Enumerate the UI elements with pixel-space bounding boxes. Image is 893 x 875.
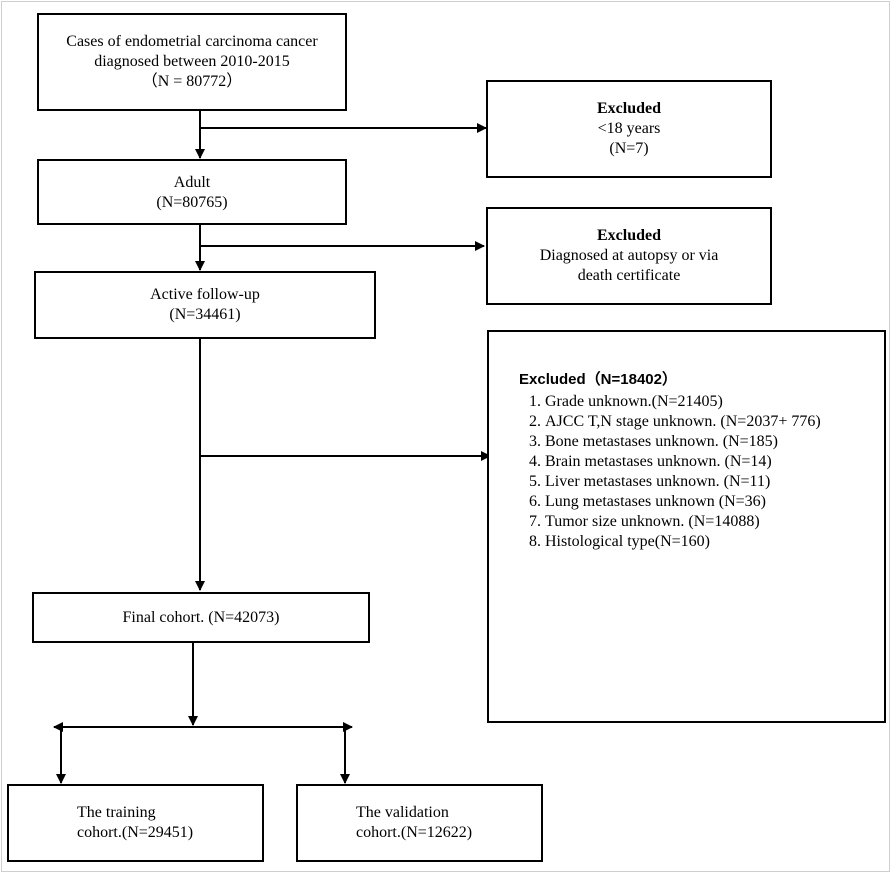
excluded-1-count: (N=7) <box>609 140 649 157</box>
excluded-3-title: Excluded（N=18402） <box>519 371 677 388</box>
excluded-item-liver-metastases: Liver metastases unknown. (N=11) <box>545 472 874 492</box>
training-count: cohort.(N=29451) <box>77 824 194 841</box>
validation-label: The validation <box>356 804 449 821</box>
excluded-item-brain-metastases: Brain metastases unknown. (N=14) <box>545 452 874 472</box>
excluded-item-histological-type: Histological type(N=160) <box>545 532 874 552</box>
initial-cases-line1: Cases of endometrial carcinoma cancer <box>66 33 318 50</box>
excluded-2-reason-line1: Diagnosed at autopsy or via <box>539 247 719 264</box>
excluded-item-grade: Grade unknown.(N=21405) <box>545 392 874 412</box>
excluded-1-reason: <18 years <box>597 120 661 137</box>
box-training-cohort: The training cohort.(N=29451) <box>7 784 264 862</box>
initial-cases-count: （N = 80772） <box>141 73 243 90</box>
excluded-3-list: Grade unknown.(N=21405) AJCC T,N stage u… <box>519 392 874 552</box>
excluded-2-title: Excluded <box>596 227 661 244</box>
validation-count: cohort.(N=12622) <box>356 824 473 841</box>
excluded-item-lung-metastases: Lung metastases unknown (N=36) <box>545 492 874 512</box>
box-adult: Adult (N=80765) <box>37 159 347 225</box>
box-validation-cohort: The validation cohort.(N=12622) <box>296 784 543 862</box>
box-final-cohort: Final cohort. (N=42073) <box>32 592 370 643</box>
adult-count: (N=80765) <box>156 194 228 211</box>
box-excluded-missing-data: Excluded（N=18402） Grade unknown.(N=21405… <box>487 330 886 723</box>
box-active-followup: Active follow-up (N=34461) <box>34 271 376 339</box>
followup-count: (N=34461) <box>169 306 241 323</box>
training-label: The training <box>77 804 156 821</box>
excluded-1-title: Excluded <box>596 100 661 117</box>
excluded-item-ajcc-stage: AJCC T,N stage unknown. (N=2037+ 776) <box>545 412 874 432</box>
box-initial-cases: Cases of endometrial carcinoma cancer di… <box>37 13 347 111</box>
excluded-2-reason-line2: death certificate <box>577 267 681 284</box>
final-cohort-label: Final cohort. (N=42073) <box>122 608 280 626</box>
box-excluded-autopsy: Excluded Diagnosed at autopsy or via dea… <box>486 207 772 305</box>
adult-label: Adult <box>173 174 211 191</box>
initial-cases-line2: diagnosed between 2010-2015 <box>94 53 290 70</box>
box-excluded-under-18: Excluded <18 years (N=7) <box>486 80 772 178</box>
excluded-item-tumor-size: Tumor size unknown. (N=14088) <box>545 512 874 532</box>
followup-label: Active follow-up <box>150 286 260 303</box>
excluded-item-bone-metastases: Bone metastases unknown. (N=185) <box>545 432 874 452</box>
